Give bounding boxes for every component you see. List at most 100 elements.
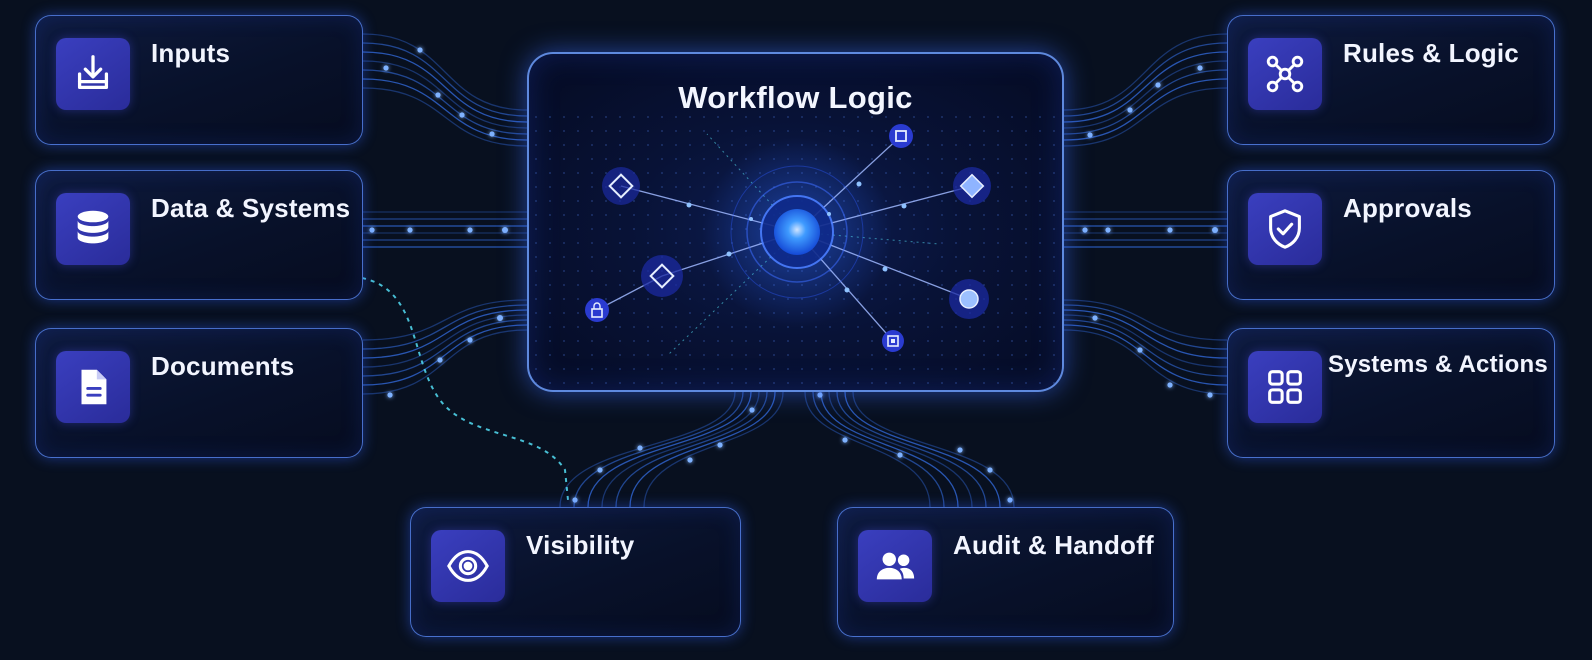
circuit-wire <box>1063 314 1228 368</box>
circuit-wire <box>1063 319 1228 377</box>
documents-card[interactable]: Documents <box>35 328 363 458</box>
wire-glow-dot <box>467 337 473 343</box>
approvals-card[interactable]: Approvals <box>1227 170 1555 300</box>
systems-actions-label: Systems & Actions <box>1328 351 1548 378</box>
diamond-node-lower-left <box>641 255 683 297</box>
circuit-wire <box>362 33 528 111</box>
center-title: Workflow Logic <box>678 80 913 115</box>
circuit-wire <box>1063 299 1228 341</box>
wire-glow-dot <box>637 445 643 451</box>
data-systems-icon-tile <box>56 193 130 265</box>
circuit-wire <box>1063 324 1228 386</box>
wire-glow-dot <box>572 497 578 503</box>
circuit-wire <box>587 391 752 508</box>
wire-glow-dot <box>842 437 848 443</box>
wire-glow-dot <box>1212 227 1218 233</box>
eye-icon <box>447 550 489 582</box>
database-icon <box>77 210 109 244</box>
wire-glow-dot <box>717 442 723 448</box>
square-node-bottom <box>882 330 904 352</box>
circuit-wire <box>804 391 931 508</box>
diamond-node-left <box>602 167 640 205</box>
wire-glow-dot <box>467 227 473 233</box>
wire-glow-dot <box>407 227 413 233</box>
circuit-wire <box>1063 329 1228 395</box>
documents-label: Documents <box>151 351 295 381</box>
circuit-wire <box>362 309 528 359</box>
systems-actions-card[interactable]: Systems & Actions <box>1227 328 1555 458</box>
wire-glow-dot <box>1105 227 1111 233</box>
rules-logic-label: Rules & Logic <box>1343 38 1519 68</box>
circuit-wire <box>362 51 528 123</box>
wire-glow-dot <box>1137 347 1143 353</box>
wire-glow-dot <box>749 407 755 413</box>
rules-logic-card[interactable]: Rules & Logic <box>1227 15 1555 145</box>
systems-actions-icon-tile <box>1248 351 1322 423</box>
approvals-label: Approvals <box>1343 193 1472 223</box>
circuit-wire <box>615 391 768 508</box>
wire-glow-dot <box>387 392 393 398</box>
circuit-wire <box>362 304 528 350</box>
circuit-wire <box>362 324 528 386</box>
logic-graph <box>529 114 1062 390</box>
wire-glow-dot <box>417 47 423 53</box>
circuit-wire <box>1063 309 1228 359</box>
wire-glow-dot <box>459 112 465 118</box>
wire-glow-dot <box>1155 82 1161 88</box>
audit-handoff-icon-tile <box>858 530 932 602</box>
documents-icon-tile <box>56 351 130 423</box>
inputs-label: Inputs <box>151 38 231 68</box>
data-systems-card[interactable]: Data & Systems <box>35 170 363 300</box>
wire-glow-dot <box>1167 382 1173 388</box>
square-node-top <box>889 124 913 148</box>
wire-glow-dot <box>817 392 823 398</box>
inputs-icon-tile <box>56 38 130 110</box>
circuit-wire <box>1063 33 1228 111</box>
circuit-wire <box>362 87 528 147</box>
core-node <box>774 209 820 255</box>
circle-node-right <box>949 279 989 319</box>
circuit-wire <box>836 391 987 508</box>
visibility-icon-tile <box>431 530 505 602</box>
circuit-wire <box>828 391 973 508</box>
workflow-logic-panel: Workflow Logic <box>527 52 1064 392</box>
circuit-wire <box>362 69 528 135</box>
circuit-wire <box>629 391 776 508</box>
dashed-connector <box>361 277 569 501</box>
circuit-wire <box>844 391 1001 508</box>
approvals-icon-tile <box>1248 193 1322 265</box>
wire-glow-dot <box>687 457 693 463</box>
circuit-wire <box>643 391 784 508</box>
network-nodes-icon <box>1266 55 1304 93</box>
wire-glow-dot <box>489 131 495 137</box>
inputs-card[interactable]: Inputs <box>35 15 363 145</box>
wire-glow-dot <box>897 452 903 458</box>
circuit-wire <box>1063 304 1228 350</box>
shield-check-icon <box>1269 209 1301 249</box>
wire-glow-dot <box>437 357 443 363</box>
document-icon <box>81 369 107 405</box>
download-tray-icon <box>77 55 109 90</box>
visibility-label: Visibility <box>526 530 635 560</box>
circuit-wire <box>1063 78 1228 141</box>
diamond-node-right <box>953 167 991 205</box>
wire-glow-dot <box>435 92 441 98</box>
circuit-wire <box>573 391 744 508</box>
wire-glow-dot <box>1087 132 1093 138</box>
visibility-card[interactable]: Visibility <box>410 507 741 637</box>
wire-glow-dot <box>1007 497 1013 503</box>
audit-handoff-label: Audit & Handoff <box>953 530 1154 560</box>
lock-node <box>585 298 609 322</box>
circuit-wire <box>1063 69 1228 135</box>
circuit-wire <box>820 391 959 508</box>
circuit-wire <box>1063 60 1228 129</box>
circuit-wire <box>362 60 528 129</box>
circuit-wire <box>362 329 528 395</box>
audit-handoff-card[interactable]: Audit & Handoff <box>837 507 1174 637</box>
wire-glow-dot <box>369 227 375 233</box>
circuit-wire <box>559 391 736 508</box>
wire-glow-dot <box>1082 227 1088 233</box>
circuit-wire <box>1063 87 1228 147</box>
wire-glow-dot <box>1092 315 1098 321</box>
